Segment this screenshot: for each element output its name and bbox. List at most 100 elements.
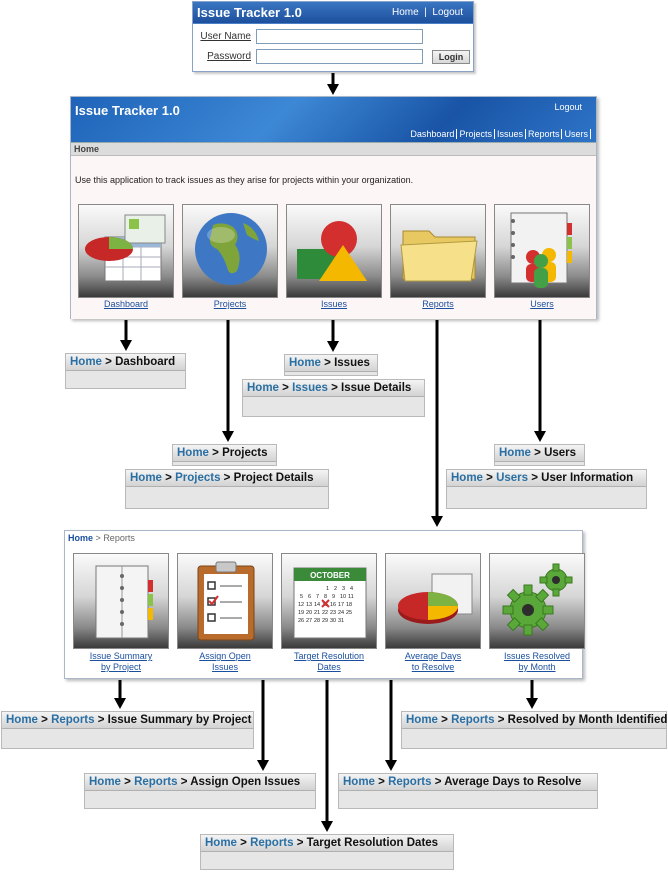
crumb-separator: >	[531, 472, 538, 484]
login-logout-link[interactable]: Logout	[432, 7, 463, 18]
crumb-separator: >	[165, 472, 172, 484]
arrowhead	[120, 340, 132, 351]
assign-open-issues-link[interactable]: Assign Open Issues	[173, 651, 277, 673]
projects-tile[interactable]	[182, 204, 278, 298]
crumb-reports-link[interactable]: Reports	[134, 776, 178, 788]
username-input[interactable]	[256, 29, 423, 44]
assign-open-issues-tile[interactable]	[177, 553, 273, 649]
issues-resolved-tile[interactable]	[489, 553, 585, 649]
login-header: Issue Tracker 1.0 Home | Logout	[193, 2, 473, 24]
issue-summary-link[interactable]: Issue Summary by Project	[69, 651, 173, 673]
issues-tile[interactable]	[286, 204, 382, 298]
tab-users[interactable]: Users	[562, 129, 591, 139]
password-input[interactable]	[256, 49, 423, 64]
page-description: Use this application to track issues as …	[75, 175, 414, 185]
crumb-home-link[interactable]: Home	[205, 837, 237, 849]
crumb-home-link[interactable]: Home	[89, 776, 121, 788]
svg-text:11: 11	[348, 594, 354, 600]
svg-text:10: 10	[340, 594, 346, 600]
svg-text:18: 18	[346, 602, 352, 608]
average-days-line2: to Resolve	[411, 662, 455, 672]
svg-text:23: 23	[330, 610, 336, 616]
crumb-home-link[interactable]: Home	[499, 447, 531, 459]
password-label: Password	[207, 51, 251, 62]
crumb-project-details: Project Details	[233, 472, 314, 484]
crumb-separator: >	[240, 837, 247, 849]
svg-text:22: 22	[322, 610, 328, 616]
tab-projects[interactable]: Projects	[457, 129, 495, 139]
crumb-home-link[interactable]: Home	[451, 472, 483, 484]
crumb-average-days: Average Days to Resolve	[444, 776, 582, 788]
dashboard-link[interactable]: Dashboard	[103, 299, 149, 309]
users-icon	[510, 212, 572, 288]
crumb-assign-open-issues: Assign Open Issues	[190, 776, 301, 788]
crumb-home-link[interactable]: Home	[406, 714, 438, 726]
average-days-page-box: Home > Reports > Average Days to Resolve	[338, 773, 598, 809]
username-label: User Name	[200, 31, 251, 42]
crumb-target-resolution: Target Resolution Dates	[306, 837, 439, 849]
crumb-separator: >	[331, 382, 338, 394]
arrowhead	[327, 84, 339, 95]
issue-summary-line1: Issue Summary	[89, 651, 153, 661]
crumb-home-link[interactable]: Home	[6, 714, 38, 726]
issues-page-box: Home > Issues	[284, 354, 378, 376]
login-app-title: Issue Tracker 1.0	[197, 5, 302, 20]
crumb-resolved-by-month: Resolved by Month Identified	[507, 714, 668, 726]
svg-text:5: 5	[300, 594, 303, 600]
average-days-link[interactable]: Average Days to Resolve	[381, 651, 485, 673]
projects-link[interactable]: Projects	[213, 299, 247, 309]
crumb-issue-details: Issue Details	[341, 382, 412, 394]
crumb-reports-link[interactable]: Reports	[388, 776, 432, 788]
issues-resolved-link[interactable]: Issues Resolved by Month	[485, 651, 589, 673]
crumb-users-link[interactable]: Users	[496, 472, 529, 484]
svg-text:1: 1	[326, 586, 329, 592]
crumb-home-link[interactable]: Home	[343, 776, 375, 788]
arrowhead	[327, 341, 339, 352]
average-days-line1: Average Days	[404, 651, 462, 661]
tab-issues[interactable]: Issues	[494, 129, 526, 139]
dashboard-tile[interactable]	[78, 204, 174, 298]
svg-text:8: 8	[324, 594, 327, 600]
reports-link[interactable]: Reports	[422, 299, 454, 309]
crumb-reports-link[interactable]: Reports	[51, 714, 95, 726]
crumb-issue-summary: Issue Summary by Project	[107, 714, 252, 726]
assign-open-issues-page-box: Home > Reports > Assign Open Issues	[84, 773, 316, 809]
crumb-home-link[interactable]: Home	[70, 356, 102, 368]
target-resolution-page-box: Home > Reports > Target Resolution Dates	[200, 834, 454, 870]
crumb-separator: >	[324, 357, 331, 369]
crumb-reports-link[interactable]: Reports	[250, 837, 294, 849]
logout-link[interactable]: Logout	[554, 102, 582, 112]
crumb-home-link[interactable]: Home	[130, 472, 162, 484]
svg-text:30: 30	[330, 618, 336, 624]
users-link[interactable]: Users	[530, 299, 554, 309]
reports-crumb-home-link[interactable]: Home	[68, 533, 94, 543]
tab-dashboard[interactable]: Dashboard	[408, 129, 458, 139]
average-days-tile[interactable]	[385, 553, 481, 649]
crumb-separator: >	[41, 714, 48, 726]
crumb-separator: >	[441, 714, 448, 726]
issues-resolved-line2: by Month	[518, 662, 556, 672]
arrowhead	[321, 821, 333, 832]
login-button[interactable]: Login	[432, 50, 470, 64]
users-tile[interactable]	[494, 204, 590, 298]
svg-text:25: 25	[346, 610, 352, 616]
arrowhead	[257, 760, 269, 771]
reports-tile[interactable]	[390, 204, 486, 298]
target-resolution-link[interactable]: Target Resolution Dates	[277, 651, 381, 673]
issue-summary-tile[interactable]	[73, 553, 169, 649]
login-home-link[interactable]: Home	[392, 7, 419, 18]
issues-link[interactable]: Issues	[320, 299, 347, 309]
issues-resolved-line1: Issues Resolved	[503, 651, 571, 661]
crumb-projects-link[interactable]: Projects	[175, 472, 221, 484]
crumb-reports-link[interactable]: Reports	[451, 714, 495, 726]
svg-text:4: 4	[350, 586, 353, 592]
crumb-dashboard: Dashboard	[115, 356, 176, 368]
shapes-icon	[297, 221, 367, 281]
crumb-home-link[interactable]: Home	[177, 447, 209, 459]
crumb-home-link[interactable]: Home	[289, 357, 321, 369]
crumb-issues-link[interactable]: Issues	[292, 382, 328, 394]
crumb-home-link[interactable]: Home	[247, 382, 279, 394]
tab-reports[interactable]: Reports	[525, 129, 563, 139]
